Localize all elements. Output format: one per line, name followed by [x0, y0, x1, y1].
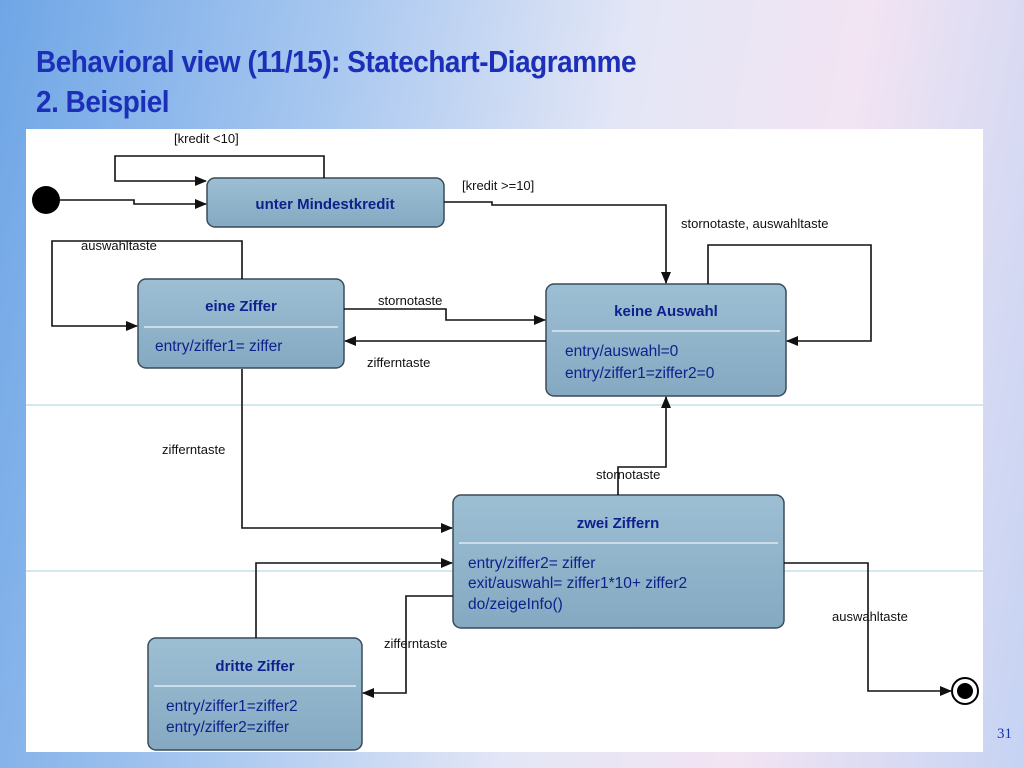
state-activity: entry/ziffer2= ziffer	[468, 555, 595, 572]
state-zwei-ziffern[interactable]: zwei Ziffern entry/ziffer2= ziffer exit/…	[452, 494, 785, 629]
state-eine-ziffer[interactable]: eine Ziffer entry/ziffer1= ziffer	[137, 278, 345, 369]
transition-label: stornotaste, auswahltaste	[681, 216, 828, 231]
state-name: keine Auswahl	[614, 303, 718, 320]
state-dritte-ziffer[interactable]: dritte Ziffer entry/ziffer1=ziffer2 entr…	[147, 637, 363, 751]
transition-storno-zwei	[617, 396, 671, 495]
transition-storno-auswahl	[707, 244, 872, 346]
state-name: unter Mindestkredit	[255, 196, 394, 213]
transition-label: stornotaste	[596, 467, 660, 482]
statechart-diagram: unter Mindestkredit eine Ziffer entry/zi…	[26, 129, 983, 752]
state-activity: entry/ziffer2=ziffer	[166, 719, 289, 736]
page-number: 31	[997, 726, 1012, 742]
transition-ziffern-zwei	[362, 595, 453, 698]
state-activity: do/zeigeInfo()	[468, 596, 563, 613]
transition-kredit-low	[114, 155, 325, 186]
slide-title: Behavioral view (11/15): Statechart-Diag…	[36, 44, 637, 79]
slide-subtitle: 2. Beispiel	[36, 84, 170, 119]
state-activity: entry/ziffer1= ziffer	[155, 338, 282, 355]
transition-dritte-zwei	[255, 558, 453, 638]
final-state	[951, 677, 979, 705]
state-name: dritte Ziffer	[215, 658, 294, 675]
transition-label: zifferntaste	[384, 636, 447, 651]
state-unter-mindestkredit[interactable]: unter Mindestkredit	[206, 177, 445, 228]
state-activity: entry/ziffer1=ziffer2	[166, 698, 298, 715]
state-name: eine Ziffer	[205, 298, 277, 315]
state-activity: entry/auswahl=0	[565, 343, 679, 360]
state-activity: exit/auswahl= ziffer1*10+ ziffer2	[468, 575, 687, 592]
transition-label: [kredit <10]	[174, 131, 239, 146]
transition-label: auswahltaste	[832, 609, 908, 624]
transition-ziffern-eine	[241, 369, 453, 533]
transition-auswahl-final	[784, 562, 952, 696]
initial-state	[32, 186, 60, 214]
state-activity: entry/ziffer1=ziffer2=0	[565, 365, 715, 382]
transition-label: auswahltaste	[81, 238, 157, 253]
transition-auswahl-eine	[51, 240, 243, 331]
statechart-svg: unter Mindestkredit eine Ziffer entry/zi…	[26, 131, 983, 751]
transition-label: stornotaste	[378, 293, 442, 308]
transition-label: zifferntaste	[367, 355, 430, 370]
transition-initial	[60, 199, 207, 209]
transition-label: zifferntaste	[162, 442, 225, 457]
transition-storno-eine	[344, 308, 546, 325]
state-name: zwei Ziffern	[577, 515, 660, 532]
transition-label: [kredit >=10]	[462, 178, 534, 193]
transition-kredit-ok	[444, 201, 671, 284]
state-keine-auswahl[interactable]: keine Auswahl entry/auswahl=0 entry/ziff…	[545, 283, 787, 397]
